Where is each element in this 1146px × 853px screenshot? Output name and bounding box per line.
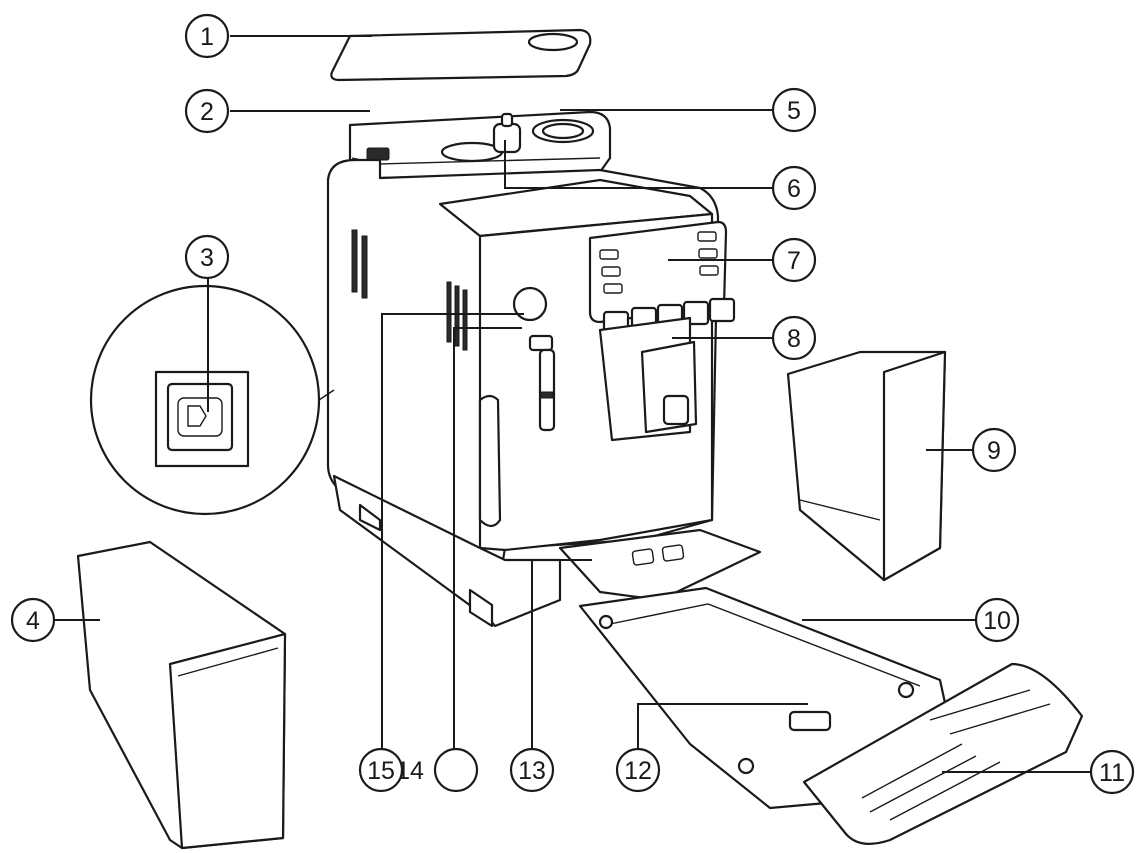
callout-1-label: 1 — [200, 23, 214, 51]
callout-8: 8 — [771, 315, 817, 361]
callout-1: 1 — [184, 13, 230, 59]
callout-13-label: 13 — [518, 757, 546, 785]
callout-3: 3 — [184, 234, 230, 280]
callout-6: 6 — [771, 165, 817, 211]
callout-11: 11 — [1089, 749, 1135, 795]
callout-4-label: 4 — [26, 607, 40, 635]
top-cover-and-hopper — [348, 110, 612, 180]
coffee-spout — [598, 316, 698, 442]
callout-5-label: 5 — [787, 97, 801, 125]
cup-tray — [558, 528, 762, 602]
callout-15-label: 15 — [367, 757, 395, 785]
callout-5: 5 — [771, 87, 817, 133]
drip-tray-float — [788, 710, 832, 732]
power-socket-inset — [89, 284, 335, 516]
callout-4: 4 — [10, 597, 56, 643]
callout-11-label: 11 — [1099, 759, 1125, 787]
control-panel — [588, 220, 736, 336]
water-tank — [76, 540, 287, 850]
callout-13: 13 — [509, 747, 555, 793]
callout-12: 12 — [615, 747, 661, 793]
callout-9-label: 9 — [987, 437, 1001, 465]
bean-hopper-lid — [330, 28, 592, 82]
callout-12-label: 12 — [624, 757, 652, 785]
callout-14: 14 — [396, 747, 479, 793]
callout-10-label: 10 — [983, 607, 1011, 635]
callout-3-label: 3 — [200, 244, 214, 272]
callout-6-label: 6 — [787, 175, 801, 203]
grounds-container — [786, 350, 947, 582]
side-vent-left — [351, 229, 368, 299]
milk-frother — [512, 286, 556, 432]
callout-10: 10 — [974, 597, 1020, 643]
callout-7-label: 7 — [787, 247, 801, 275]
leader-lines — [54, 35, 1110, 773]
callout-7: 7 — [771, 237, 817, 283]
side-vent-right — [446, 281, 468, 351]
callout-15: 15 — [358, 747, 404, 793]
callout-9: 9 — [971, 427, 1017, 473]
drip-tray-grid — [802, 662, 1084, 845]
callout-8-label: 8 — [787, 325, 801, 353]
callout-2-label: 2 — [200, 98, 214, 126]
callout-2: 2 — [184, 88, 230, 134]
